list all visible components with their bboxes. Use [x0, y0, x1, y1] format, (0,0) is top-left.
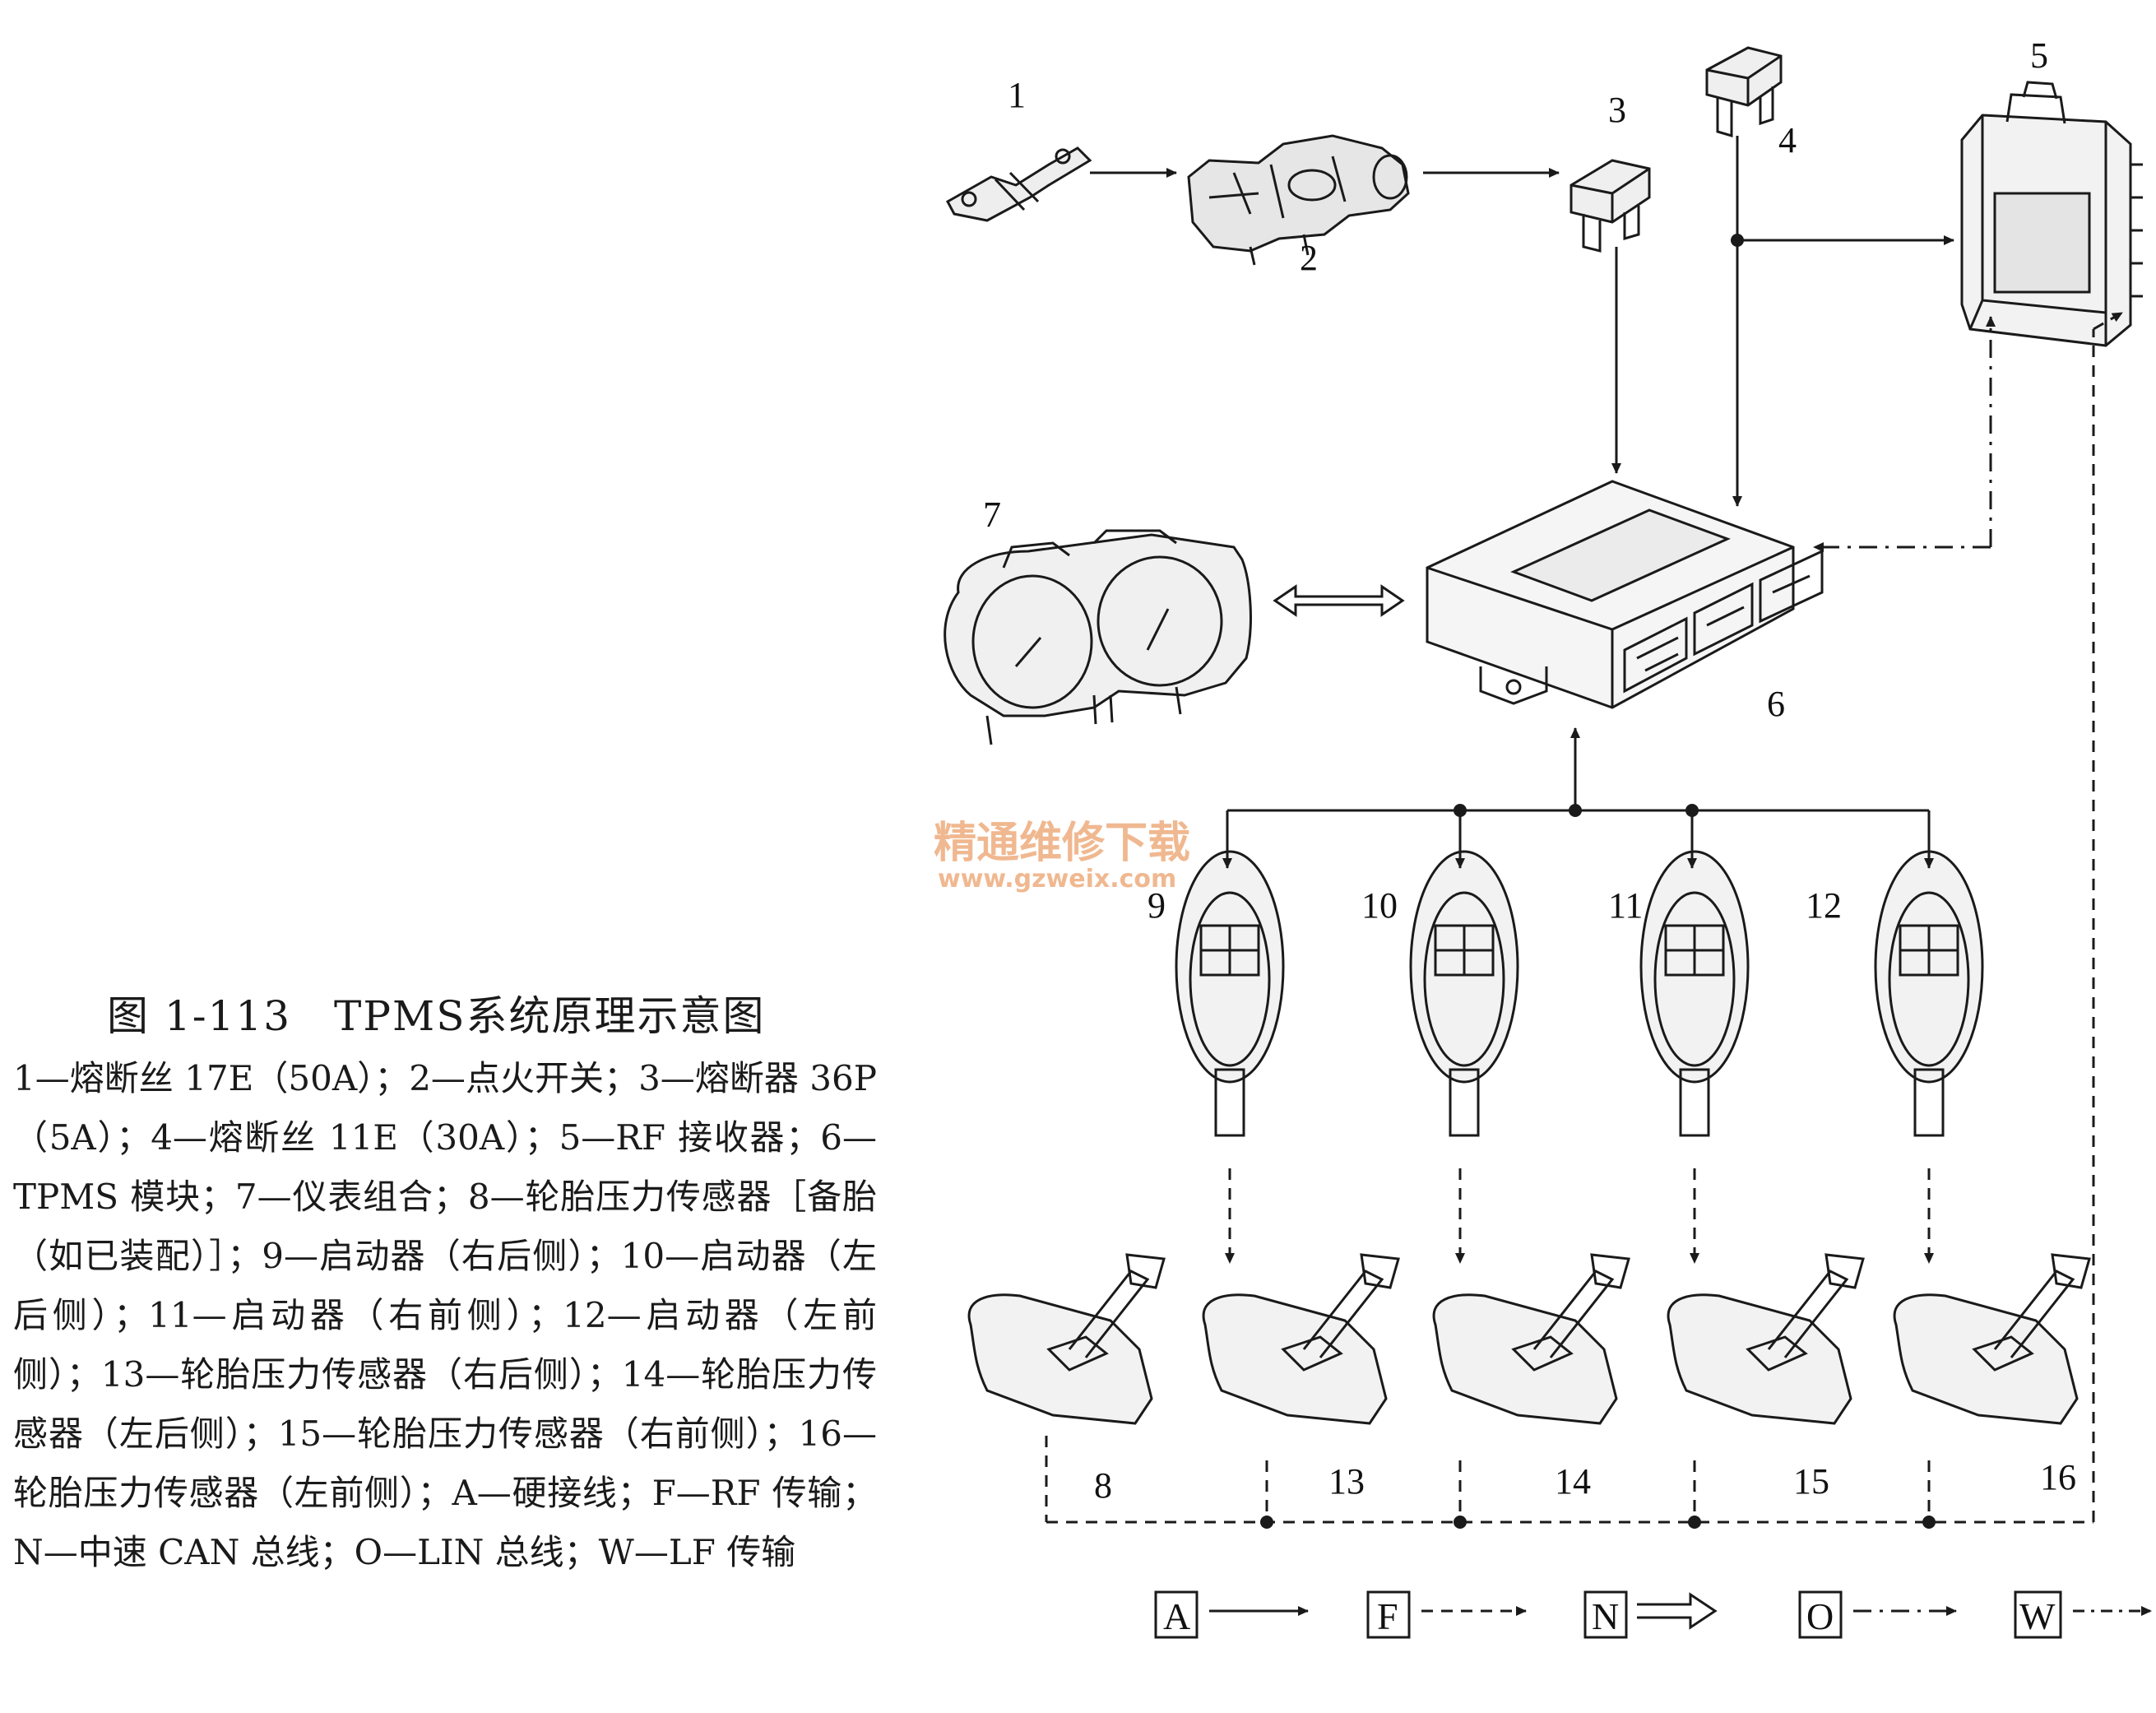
label-1: 1 — [1008, 75, 1026, 115]
sensor-16-icon — [1893, 1253, 2091, 1425]
ignition-switch-icon — [1187, 134, 1410, 266]
tpms-module-icon — [1426, 480, 1824, 709]
sensor-13-icon — [1202, 1253, 1400, 1425]
rf-receiver-icon — [1960, 81, 2143, 347]
lin-bus-connection — [1813, 316, 1996, 552]
watermark-name: 精通维修下载 — [934, 819, 1190, 868]
label-9: 9 — [1148, 885, 1166, 926]
label-4: 4 — [1778, 120, 1797, 160]
lf-transmission-lines — [1225, 1168, 1934, 1264]
label-8: 8 — [1094, 1465, 1112, 1506]
fuse-17e-icon — [945, 146, 1092, 222]
legend-o-label: O — [1806, 1595, 1834, 1637]
fuse-36p-icon — [1569, 159, 1651, 253]
legend-f-label: F — [1377, 1595, 1398, 1637]
starter-9-icon — [1175, 850, 1285, 1137]
sensor-15-icon — [1667, 1253, 1865, 1425]
label-13: 13 — [1328, 1461, 1365, 1502]
label-6: 6 — [1767, 684, 1785, 724]
sensor-14-icon — [1432, 1253, 1630, 1425]
watermark-url: www.gzweix.com — [938, 865, 1176, 894]
legend-w-box — [2014, 1590, 2062, 1639]
legend — [1154, 1590, 2152, 1639]
label-14: 14 — [1555, 1461, 1591, 1502]
legend-n-box — [1583, 1590, 1628, 1639]
label-11: 11 — [1608, 885, 1643, 926]
label-3: 3 — [1608, 90, 1626, 130]
label-7: 7 — [983, 494, 1001, 535]
legend-a-box — [1154, 1590, 1199, 1639]
label-15: 15 — [1793, 1461, 1829, 1502]
starter-12-icon — [1874, 850, 1984, 1137]
caption-body: 1—熔断丝 17E（50A）；2—点火开关；3—熔断器 36P（5A）；4—熔断… — [13, 1058, 877, 1572]
fuse-11e-icon — [1705, 46, 1783, 138]
label-10: 10 — [1361, 885, 1398, 926]
instrument-cluster-icon — [944, 529, 1252, 745]
sensor-8-icon — [967, 1253, 1166, 1425]
caption-title: 图 1-113 TPMS系统原理示意图 — [107, 992, 766, 1040]
label-16: 16 — [2040, 1457, 2076, 1497]
starter-11-icon — [1639, 850, 1750, 1137]
legend-o-box — [1798, 1590, 1843, 1639]
label-5: 5 — [2030, 35, 2048, 76]
rf-transmission-lines — [1045, 311, 2123, 1524]
label-12: 12 — [1806, 885, 1842, 926]
legend-w-label: W — [2019, 1595, 2056, 1637]
junction-dots — [1260, 234, 1936, 1529]
legend-n-label: N — [1592, 1595, 1619, 1637]
legend-f-box — [1366, 1590, 1411, 1639]
legend-a-label: A — [1163, 1595, 1190, 1637]
starter-10-icon — [1409, 850, 1519, 1137]
can-bus-arrow — [1273, 584, 1405, 617]
label-2: 2 — [1300, 238, 1318, 278]
